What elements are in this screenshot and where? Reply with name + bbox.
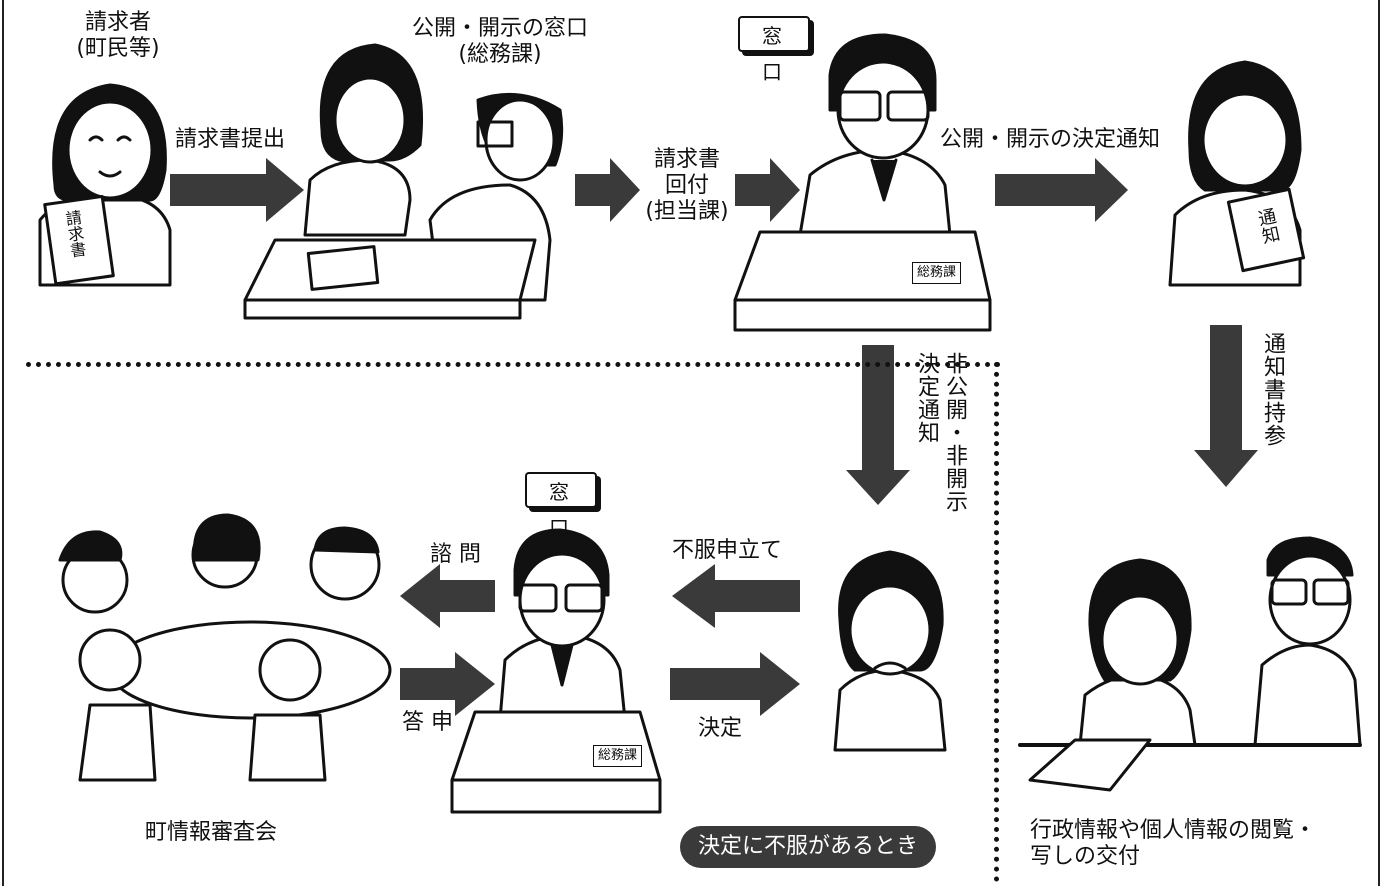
officer-figure-bottom [498,528,627,722]
arrow-forward-left [575,158,640,222]
dissatisfied-badge: 決定に不服があるとき [680,826,937,868]
access-label: 行政情報や個人情報の閲覧・ 写しの交付 [1030,818,1316,870]
worried-person-figure [833,550,947,752]
council-label: 町情報審査会 [145,820,278,845]
viewing-figures [1018,536,1362,792]
requester-figure [38,83,172,287]
arrow-report [400,652,495,716]
arrow-bring-notice-down [1194,325,1258,487]
window-desk [243,238,537,320]
arrow-decision [670,652,800,716]
nondisclosure-label-line2: 決定通知 [914,352,939,444]
arrow-forward-right [735,158,800,222]
arrow-decision-notice [995,158,1128,222]
section-divider-vertical [994,362,999,882]
decision-label: 決定 [698,716,743,741]
access-label-line2: 写しの交付 [1030,844,1141,869]
madoguchi-sign-bottom: 窓口 [525,472,597,540]
madoguchi-sign-top: 窓口 [738,16,810,84]
inquiry-label: 諮 問 [430,542,481,567]
requester-label-line2: (町民等) [76,36,160,61]
nondisclosure-label-line1: 非公開・非開示 [942,352,967,513]
council-figures [58,513,392,782]
submit-label: 請求書提出 [175,127,286,152]
forward-label: 請求書 回付 (担当課) [628,147,746,225]
arrow-submit [170,158,304,222]
arrow-nondisclosure-down [846,345,910,505]
window-label-line2: (総務課) [458,42,542,67]
desk-sign-top: 総務課 [912,262,962,284]
bring-notice-label: 通知書持参 [1260,332,1285,447]
decision-notice-label: 公開・開示の決定通知 [940,127,1161,152]
window-label: 公開・開示の窓口 (総務課) [395,16,605,68]
forward-label-line1: 請求書 [653,147,720,172]
forward-label-line2: 回付 [664,173,709,198]
requester-label-line1: 請求者 [84,10,151,35]
report-label: 答 申 [402,710,453,735]
forward-label-line3: (担当課) [645,199,729,224]
notified-person-figure [1168,60,1306,287]
desk-sign-bottom: 総務課 [593,745,643,767]
section-divider-horizontal [26,362,1001,367]
officer-figure-top [798,33,952,237]
arrow-inquiry [400,564,495,628]
window-label-line1: 公開・開示の窓口 [411,16,588,41]
arrow-appeal [672,564,800,628]
access-label-line1: 行政情報や個人情報の閲覧・ [1030,818,1317,843]
appeal-label: 不服申立て [672,538,783,563]
requester-label: 請求者 (町民等) [58,10,178,62]
